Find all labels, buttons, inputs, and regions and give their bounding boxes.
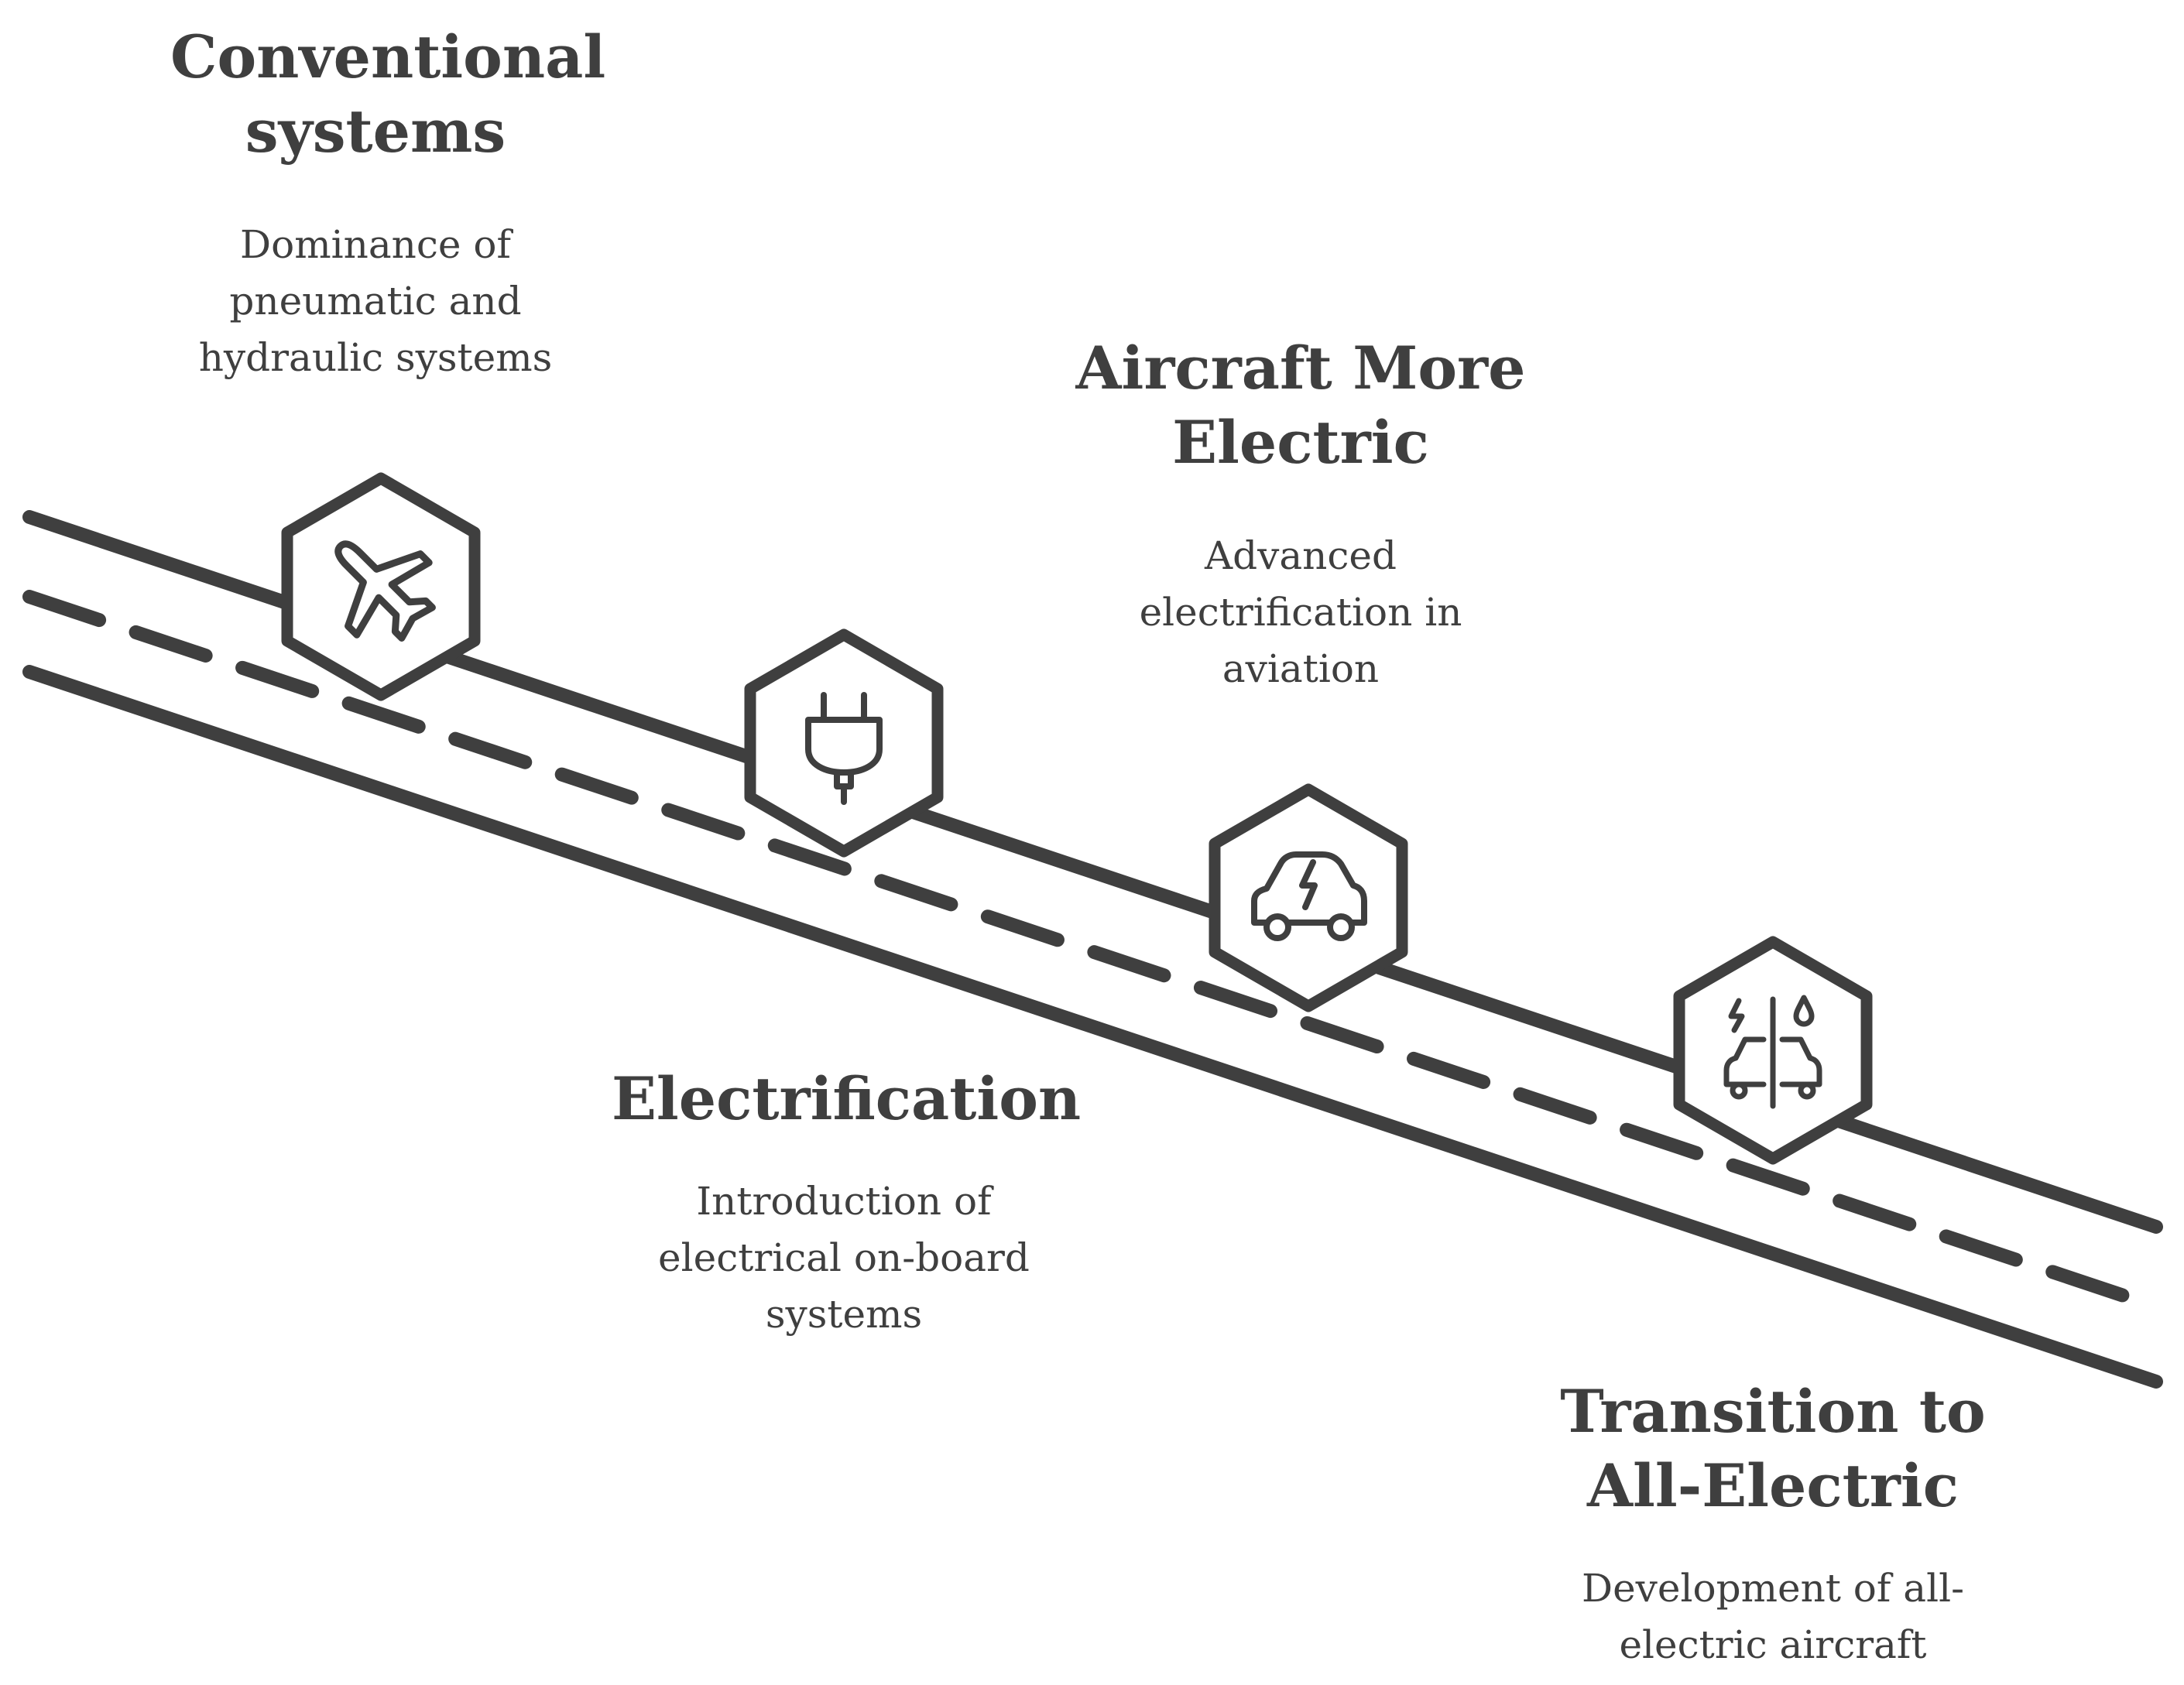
milestone-title: Electrification: [612, 1064, 1082, 1133]
milestone-hexagon-2: [744, 628, 944, 858]
milestone-title: Transition to All-Electric: [1560, 1377, 1986, 1520]
road-center-dashed-line: [22, 590, 2163, 1313]
airplane-icon: [334, 540, 436, 642]
electric-car-icon: [1251, 851, 1367, 941]
milestone-transition-to-all-electric: Transition to All-Electric Development o…: [1541, 1375, 2005, 1673]
milestone-aircraft-more-electric: Aircraft More Electric Advanced electrif…: [1068, 331, 1533, 697]
milestone-hexagon-3: [1209, 783, 1408, 1012]
milestone-description: Introduction of electrical on-board syst…: [658, 1179, 1030, 1337]
milestone-description: Dominance of pneumatic and hydraulic sys…: [198, 222, 553, 380]
electric-plug-icon: [805, 692, 883, 805]
electric-vs-fuel-car-icon: [1723, 995, 1822, 1109]
milestone-title: Conventional systems: [170, 22, 606, 166]
milestone-electrification: Electrification Introduction of electric…: [612, 1062, 1082, 1343]
road-bottom-edge: [22, 665, 2163, 1389]
milestone-description: Advanced electrification in aviation: [1139, 533, 1462, 691]
milestone-hexagon-1: [281, 472, 481, 701]
milestone-description: Development of all- electric aircraft: [1582, 1566, 1964, 1667]
milestone-conventional-systems: Conventional systems Dominance of pneuma…: [170, 20, 606, 386]
milestone-title: Aircraft More Electric: [1075, 334, 1526, 477]
milestone-hexagon-4: [1673, 936, 1873, 1165]
